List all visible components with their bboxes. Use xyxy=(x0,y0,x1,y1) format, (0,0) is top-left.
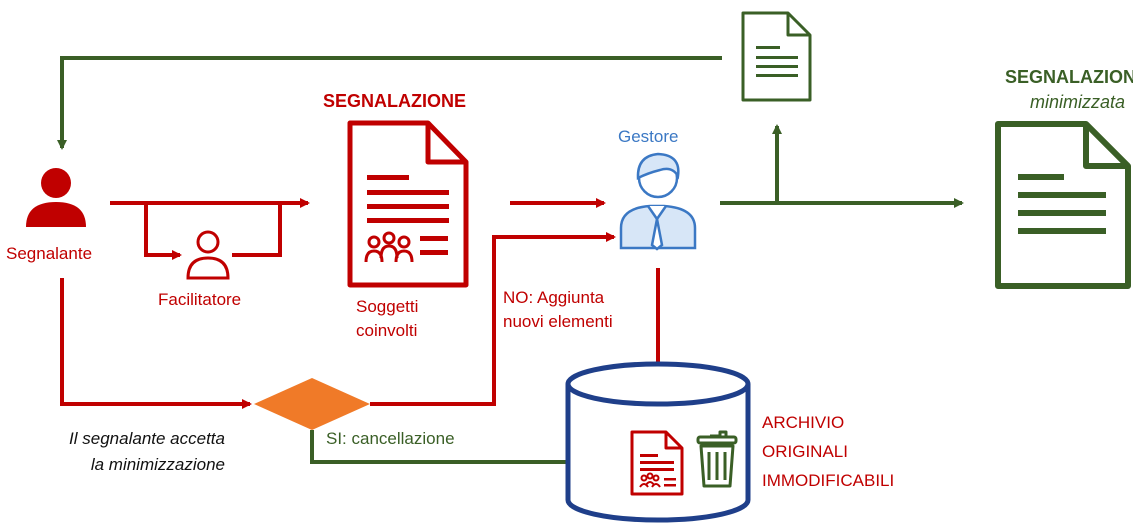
people-group-icon xyxy=(364,231,414,263)
segnalante-label: Segnalante xyxy=(6,244,93,263)
archive-label-line1: ARCHIVIO xyxy=(762,413,845,432)
facilitatore-label: Facilitatore xyxy=(158,290,242,309)
accept-label-line1: Il segnalante accetta xyxy=(69,429,225,448)
no-branch-label-line1: NO: Aggiunta xyxy=(503,288,605,307)
facilitatore-person-icon xyxy=(186,230,230,280)
minimized-report-document-icon xyxy=(995,121,1131,289)
no-branch-arrow xyxy=(370,232,616,406)
gestore-label: Gestore xyxy=(618,127,679,146)
si-branch-arrow xyxy=(310,430,616,467)
feedback-loop-arrow xyxy=(57,56,722,150)
minimized-report-title: SEGNALAZIONE xyxy=(1005,67,1133,87)
no-branch-label-line2: nuovi elementi xyxy=(503,312,613,331)
facilitatore-to-report-line xyxy=(232,203,282,257)
soggetti-label-line1: Soggetti xyxy=(356,297,419,316)
decision-diamond xyxy=(254,378,370,430)
archived-report-icon xyxy=(630,430,684,496)
archive-label-line3: IMMODIFICABILI xyxy=(762,471,895,490)
trash-icon xyxy=(696,430,738,488)
soggetti-label-line2: coinvolti xyxy=(356,321,418,340)
report-document-icon xyxy=(347,120,469,288)
segnalante-person-icon xyxy=(26,168,86,227)
minimized-report-subtitle: minimizzata xyxy=(1030,92,1126,112)
archive-label-line2: ORIGINALI xyxy=(762,442,848,461)
si-branch-label: SI: cancellazione xyxy=(326,429,455,448)
report-title: SEGNALAZIONE xyxy=(323,91,467,111)
accept-label-line2: la minimizzazione xyxy=(90,455,225,474)
segnalante-to-facilitatore-arrow xyxy=(144,203,182,260)
gestore-manager-icon xyxy=(619,152,697,251)
segnalante-to-decision-arrow xyxy=(60,278,252,409)
minimized-copy-document-icon xyxy=(741,11,812,102)
